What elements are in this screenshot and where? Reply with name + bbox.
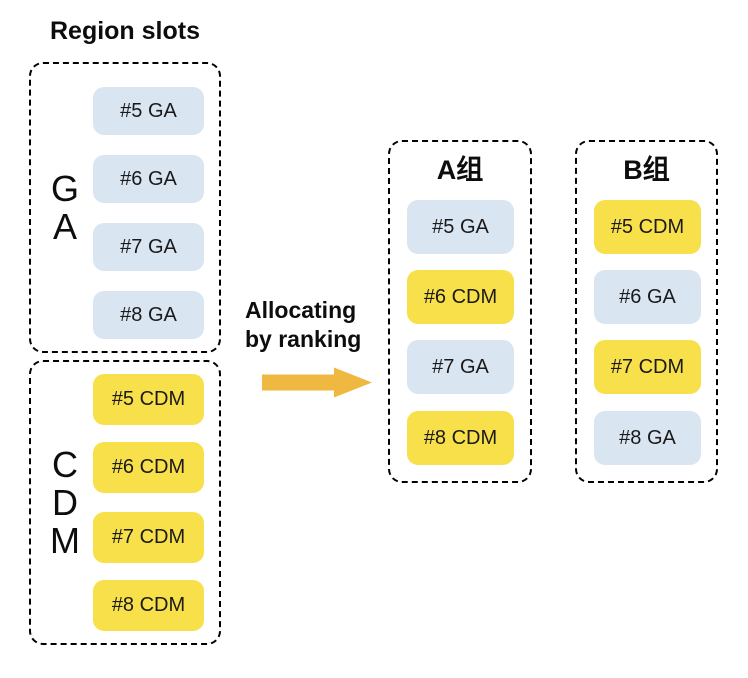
slot-6-ga: #6 GA — [93, 155, 204, 203]
slot-7-cdm: #7 CDM — [93, 512, 204, 563]
slot-a-7-ga: #7 GA — [407, 340, 514, 394]
group-label-line: A — [52, 205, 77, 247]
slot-b-6-ga: #6 GA — [594, 270, 701, 324]
slot-b-7-cdm: #7 CDM — [594, 340, 701, 394]
slot-a-6-cdm: #6 CDM — [407, 270, 514, 324]
slot-8-cdm: #8 CDM — [93, 580, 204, 631]
group-box-ga-slots: G A #5 GA #6 GA #7 GA #8 GA — [29, 62, 221, 353]
flow-label: Allocating by ranking — [245, 296, 385, 354]
group-box-a: A组 #5 GA #6 CDM #7 GA #8 CDM — [388, 140, 532, 483]
page-title: Region slots — [49, 17, 200, 45]
slot-a-5-ga: #5 GA — [407, 200, 514, 254]
group-box-cdm-slots: C D M #5 CDM #6 CDM #7 CDM #8 CDM — [29, 360, 221, 645]
group-label-cdm: C D M — [43, 362, 87, 643]
slot-6-cdm: #6 CDM — [93, 442, 204, 493]
group-label-line: G — [50, 167, 79, 209]
right-block-arrow-icon — [262, 367, 372, 398]
group-label-line: D — [52, 481, 78, 523]
group-box-b: B组 #5 CDM #6 GA #7 CDM #8 GA — [575, 140, 718, 483]
group-a-header: A组 — [436, 155, 484, 185]
group-b-header: B组 — [623, 155, 670, 185]
slot-8-ga: #8 GA — [93, 291, 204, 339]
slot-a-8-cdm: #8 CDM — [407, 411, 514, 465]
flow-label-line: by ranking — [245, 326, 362, 352]
slot-5-ga: #5 GA — [93, 87, 204, 135]
slot-b-8-ga: #8 GA — [594, 411, 701, 465]
group-label-ga: G A — [43, 64, 87, 351]
slot-b-5-cdm: #5 CDM — [594, 200, 701, 254]
flow-label-line: Allocating — [245, 297, 357, 323]
group-label-line: C — [52, 443, 78, 485]
slot-5-cdm: #5 CDM — [93, 374, 204, 425]
slot-7-ga: #7 GA — [93, 223, 204, 271]
group-label-line: M — [50, 519, 80, 561]
